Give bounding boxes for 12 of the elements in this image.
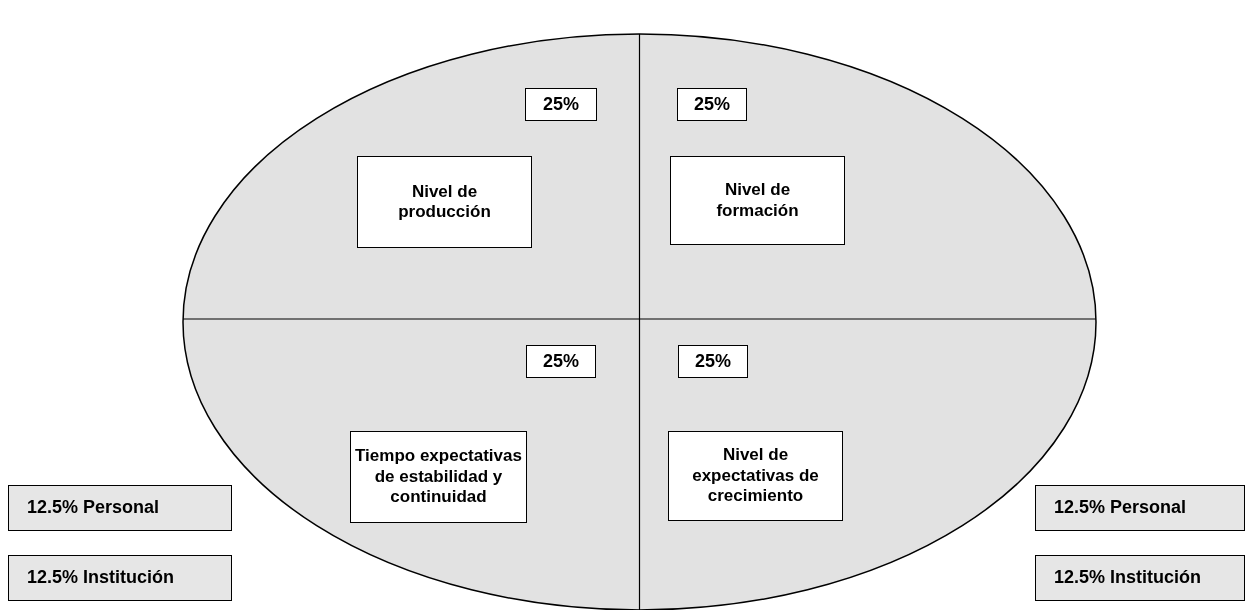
weight-box: 12.5% Personal xyxy=(1035,485,1245,531)
weight-box: 12.5% Institución xyxy=(8,555,232,601)
factor-box: Nivel de expectativas de crecimiento xyxy=(668,431,843,521)
weight-box: 12.5% Institución xyxy=(1035,555,1245,601)
percentage-label: 25% xyxy=(525,88,597,121)
percentage-label: 25% xyxy=(526,345,596,378)
factor-box: Nivel de formación xyxy=(670,156,845,245)
weight-box: 12.5% Personal xyxy=(8,485,232,531)
percentage-label: 25% xyxy=(677,88,747,121)
factor-box: Tiempo expectativas de estabilidad y continuidad xyxy=(350,431,527,523)
factor-box: Nivel de producción xyxy=(357,156,532,248)
percentage-label: 25% xyxy=(678,345,748,378)
